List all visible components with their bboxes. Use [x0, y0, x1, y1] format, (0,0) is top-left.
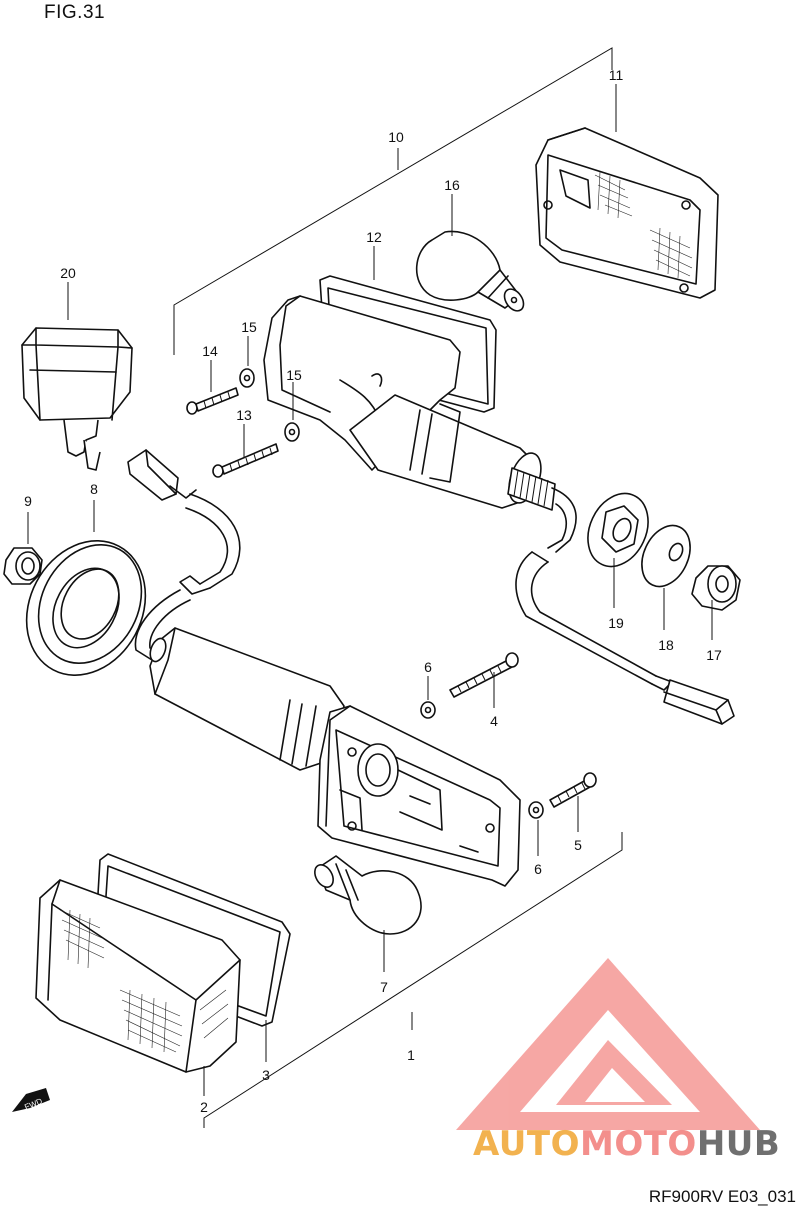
lens-upper — [535, 127, 719, 299]
diagram-reference-code: RF900RV E03_031 — [648, 1187, 796, 1206]
lock-nut-19 — [587, 492, 649, 568]
callout-18: 18 — [658, 637, 674, 653]
callout-15-upper: 15 — [241, 319, 257, 335]
nut-17 — [691, 565, 741, 611]
callout-20: 20 — [60, 265, 76, 281]
washer-6b — [528, 801, 544, 819]
callout-7: 7 — [380, 979, 388, 995]
leader-lines — [27, 84, 713, 1096]
watermark-brand-text: AUTOMOTOHUB — [473, 1124, 780, 1164]
callout-11: 11 — [609, 67, 624, 83]
callout-13: 13 — [236, 407, 252, 423]
brand-moto: MOTO — [579, 1124, 697, 1164]
callout-8: 8 — [90, 481, 98, 497]
watermark-logo — [456, 958, 760, 1130]
callout-labels: 1 2 3 4 5 6 6 7 8 9 10 11 12 13 14 15 15… — [24, 67, 722, 1115]
callout-3: 3 — [262, 1067, 270, 1083]
callout-9: 9 — [24, 493, 32, 509]
brand-hub: HUB — [696, 1124, 781, 1164]
assembly-bracket-upper — [173, 47, 613, 355]
wire-harness-left — [127, 449, 241, 661]
forward-direction-arrow: FWD — [12, 1088, 50, 1112]
wire-harness-right — [515, 551, 735, 725]
assembly-bracket-lower — [203, 832, 623, 1128]
housing-upper — [263, 295, 577, 553]
callout-19: 19 — [608, 615, 624, 631]
callout-1: 1 — [407, 1047, 415, 1063]
washer-15b — [284, 422, 300, 442]
relay — [21, 327, 133, 471]
washer-15a — [239, 368, 255, 388]
housing-lower — [149, 627, 521, 887]
bulb-upper — [415, 230, 525, 312]
washer-18 — [641, 524, 691, 588]
callout-2: 2 — [200, 1099, 208, 1115]
callout-12: 12 — [366, 229, 382, 245]
bulb-lower — [314, 855, 422, 935]
lens-lower — [35, 879, 241, 1073]
seal-ring-8 — [25, 540, 147, 676]
callout-17: 17 — [706, 647, 722, 663]
screw-13 — [212, 443, 279, 478]
nut-9 — [3, 547, 43, 585]
callout-16: 16 — [444, 177, 460, 193]
figure-title: FIG.31 — [44, 2, 106, 23]
callout-6-lower: 6 — [534, 861, 542, 877]
washer-6a — [420, 701, 436, 719]
callout-5: 5 — [574, 837, 582, 853]
screw-5 — [549, 772, 597, 808]
brand-auto: AUTO — [473, 1124, 580, 1164]
callout-6-upper: 6 — [424, 659, 432, 675]
screw-4 — [449, 652, 519, 698]
callout-14: 14 — [202, 343, 218, 359]
screw-14 — [186, 387, 239, 415]
callout-15-lower: 15 — [286, 367, 302, 383]
callout-4: 4 — [490, 713, 498, 729]
callout-10: 10 — [388, 129, 404, 145]
